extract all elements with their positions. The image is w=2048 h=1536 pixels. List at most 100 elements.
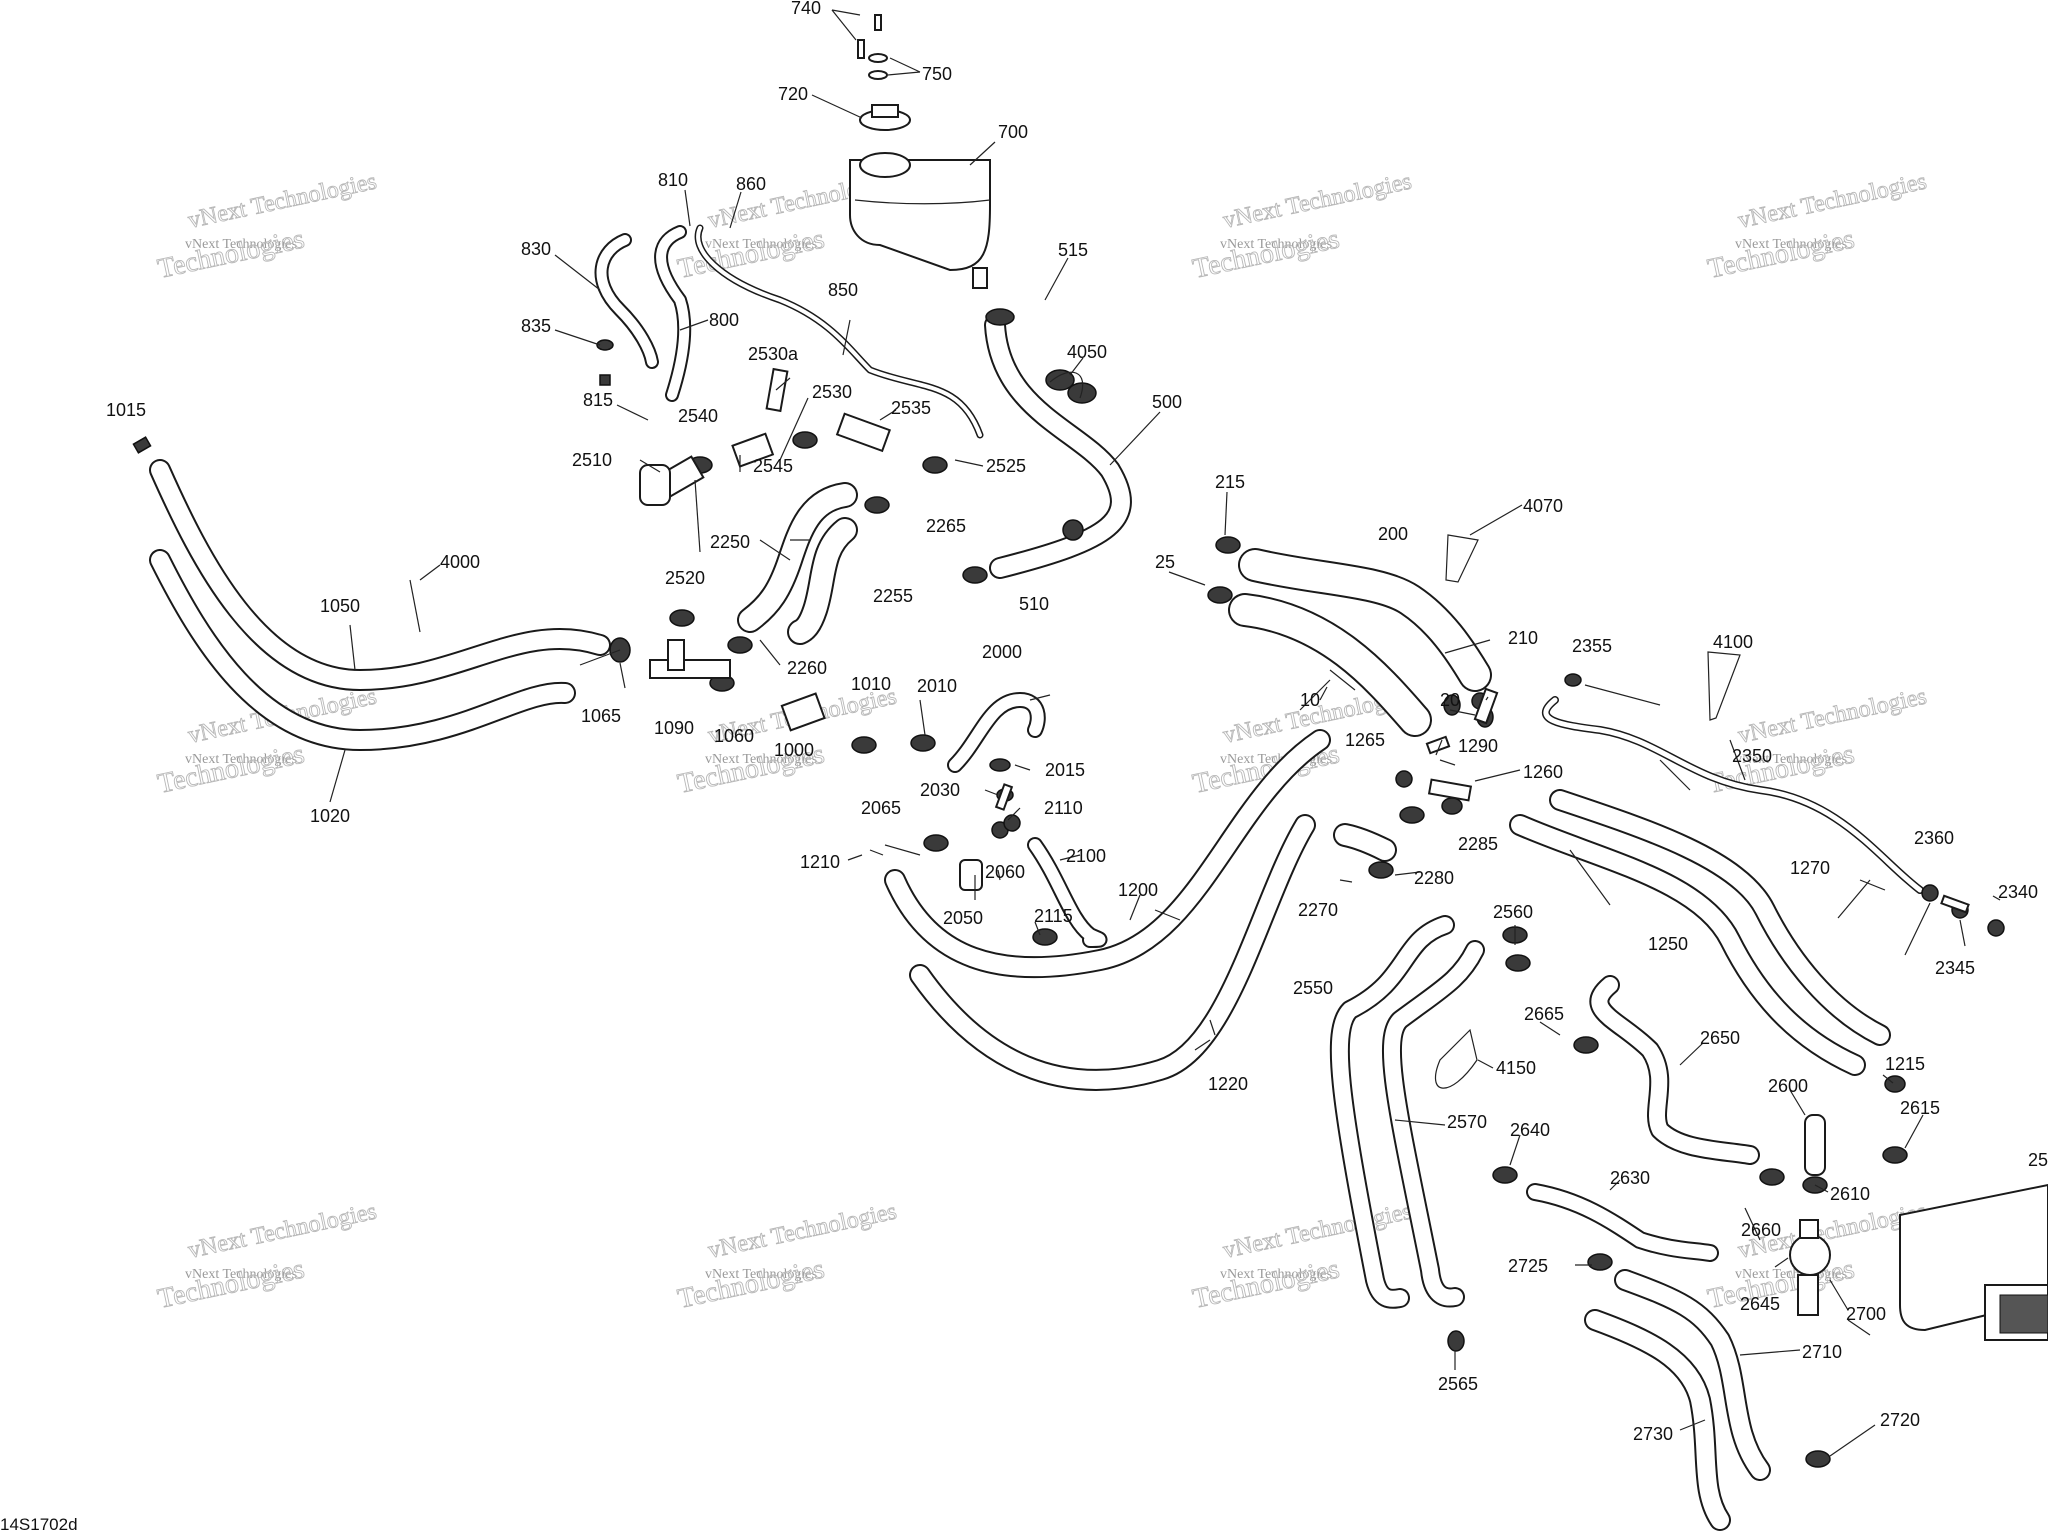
hose-2000 (947, 692, 1046, 773)
part-label-2060: 2060 (985, 862, 1025, 882)
hose-850 (694, 224, 984, 439)
hose-2570 (1381, 940, 1485, 1308)
part-label-2530: 2530 (812, 382, 852, 402)
part-label-1060: 1060 (714, 726, 754, 746)
part-label-2280: 2280 (1414, 868, 1454, 888)
part-label-200: 200 (1378, 524, 1408, 544)
svg-text:vNext Technologies: vNext Technologies (186, 169, 379, 234)
part-label-2110: 2110 (1044, 798, 1083, 818)
part-label-740: 740 (791, 0, 821, 18)
reservoir-cap-720 (859, 104, 911, 131)
svg-text:vNext Technologies: vNext Technologies (1735, 752, 1847, 767)
svg-text:vNext Technologies: vNext Technologies (1736, 684, 1929, 749)
part-label-2630: 2630 (1610, 1168, 1650, 1188)
watermark: vNext Technologies vNext Technologies Te… (1190, 168, 1415, 285)
part-label-1210: 1210 (800, 852, 840, 872)
clamps (132, 308, 2005, 1468)
watermark: vNext Technologies vNext Technologies Te… (155, 168, 380, 285)
hose-2650 (1589, 975, 1760, 1165)
part-label-1050: 1050 (320, 596, 360, 616)
hose-1220 (909, 814, 1316, 1091)
hose-500 (984, 314, 1132, 579)
svg-text:Technologies: Technologies (1705, 224, 1857, 285)
hose-1050 (149, 459, 611, 691)
part-label-2285: 2285 (1458, 834, 1498, 854)
part-label-2255: 2255 (873, 586, 913, 606)
part-label-2355: 2355 (1572, 636, 1612, 656)
part-label-1020: 1020 (310, 806, 350, 826)
part-label-2640: 2640 (1510, 1120, 1550, 1140)
part-label-700: 700 (998, 122, 1028, 142)
part-label-10: 10 (1300, 690, 1320, 710)
svg-text:Technologies: Technologies (675, 1254, 827, 1315)
hose-2710 (1614, 1269, 1771, 1481)
hose-1270 (1549, 789, 1891, 1046)
part-label-1200: 1200 (1118, 880, 1158, 900)
hose-2350 (1541, 696, 1924, 894)
drawing-code: 14S1702d (0, 1515, 78, 1534)
heat-exchanger (1899, 1183, 2048, 1341)
watermark: vNext Technologies vNext Technologies Te… (675, 1198, 900, 1315)
part-label-25: 25 (1155, 552, 1175, 572)
part-label-830: 830 (521, 239, 551, 259)
part-label-2600: 2600 (1768, 1076, 1808, 1096)
hose-1250 (1509, 814, 1866, 1076)
part-label-815: 815 (583, 390, 613, 410)
svg-text:vNext Technologies: vNext Technologies (185, 1267, 297, 1282)
part-label-810: 810 (658, 170, 688, 190)
part-label-515: 515 (1058, 240, 1088, 260)
part-label-2510: 2510 (572, 450, 612, 470)
part-label-2270: 2270 (1298, 900, 1338, 920)
hose-10 (1228, 593, 1432, 737)
svg-text:Technologies: Technologies (155, 739, 307, 800)
svg-text:vNext Technologies: vNext Technologies (1220, 237, 1332, 252)
part-label-720: 720 (778, 84, 808, 104)
part-label-2525: 2525 (986, 456, 1026, 476)
svg-text:vNext Technologies: vNext Technologies (1220, 1267, 1332, 1282)
part-label-2010: 2010 (917, 676, 957, 696)
part-label-2550: 2550 (1293, 978, 1333, 998)
part-label-2345: 2345 (1935, 958, 1975, 978)
part-label-2520: 2520 (665, 568, 705, 588)
part-label-2645: 2645 (1740, 1294, 1780, 1314)
part-label-2100: 2100 (1066, 846, 1106, 866)
part-label-1265: 1265 (1345, 730, 1385, 750)
part-label-2710: 2710 (1802, 1342, 1842, 1362)
part-label-1215: 1215 (1885, 1054, 1925, 1074)
bands (409, 371, 1741, 1089)
svg-text:vNext Technologies: vNext Technologies (1735, 237, 1847, 252)
hose-830 (594, 233, 659, 369)
part-label-2540: 2540 (678, 406, 718, 426)
part-label-2065: 2065 (861, 798, 901, 818)
part-label-1270: 1270 (1790, 858, 1830, 878)
part-label-860: 860 (736, 174, 766, 194)
hose-2730 (1584, 1309, 1731, 1531)
part-label-500: 500 (1152, 392, 1182, 412)
part-label-2000: 2000 (982, 642, 1022, 662)
part-label-2250: 2250 (710, 532, 750, 552)
svg-text:Technologies: Technologies (1190, 1254, 1342, 1315)
watermark: vNext Technologies vNext Technologies Te… (1705, 168, 1930, 285)
part-label-850: 850 (828, 280, 858, 300)
svg-text:Technologies: Technologies (155, 1254, 307, 1315)
part-label-2730: 2730 (1633, 1424, 1673, 1444)
part-label-2565: 2565 (1438, 1374, 1478, 1394)
bolt-740 (857, 14, 882, 59)
part-label-1010: 1010 (851, 674, 891, 694)
part-label-25-cut: 25 (2028, 1150, 2048, 1170)
svg-text:vNext Technologies: vNext Technologies (705, 752, 817, 767)
part-label-4050: 4050 (1067, 342, 1107, 362)
part-label-2650: 2650 (1700, 1028, 1740, 1048)
hose-2270 (1333, 823, 1397, 862)
coolant-reservoir-700 (849, 152, 991, 289)
svg-text:vNext Technologies: vNext Technologies (1221, 1199, 1414, 1264)
part-label-1220: 1220 (1208, 1074, 1248, 1094)
part-label-2535: 2535 (891, 398, 931, 418)
hose-1200 (884, 729, 1331, 979)
hose-2630 (1526, 1183, 1719, 1262)
svg-text:vNext Technologies: vNext Technologies (1736, 169, 1929, 234)
part-label-4000: 4000 (440, 552, 480, 572)
hose-2255 (787, 517, 858, 645)
part-label-1290: 1290 (1458, 736, 1498, 756)
